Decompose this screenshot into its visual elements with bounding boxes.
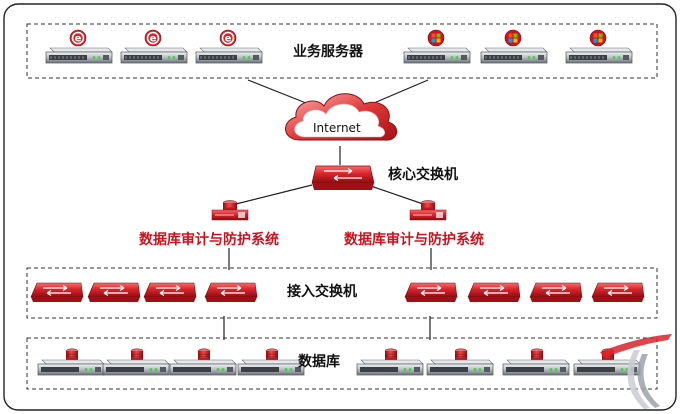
audit-right-label: 数据库审计与防护系统 [344, 232, 484, 248]
brand-swoosh-icon [600, 334, 672, 409]
ie-logo-icon [219, 29, 237, 47]
internet-label: Internet [313, 121, 361, 135]
windows-logo-icon [427, 29, 445, 47]
access-switch-icon [591, 282, 645, 303]
rack-server-icon [45, 47, 113, 64]
access-switch-group-border [26, 267, 658, 319]
servers-group-border [26, 23, 658, 79]
ie-logo-icon [144, 29, 162, 47]
rack-server-icon [565, 47, 633, 64]
access-switch-icon [143, 282, 197, 303]
rack-server-icon [120, 47, 188, 64]
core-switch-icon [311, 165, 375, 190]
database-label: 数据库 [298, 354, 340, 370]
access-switch-icon [30, 282, 84, 303]
rack-server-icon [480, 47, 548, 64]
rack-server-icon [195, 47, 263, 64]
access-switch-icon [204, 282, 258, 303]
servers-label: 业务服务器 [293, 44, 363, 60]
windows-logo-icon [504, 29, 522, 47]
access-switch-icon [529, 282, 583, 303]
rack-server-icon [403, 47, 471, 64]
audit-left-label: 数据库审计与防护系统 [139, 232, 279, 248]
ie-logo-icon [69, 29, 87, 47]
access-switch-label: 接入交换机 [287, 284, 357, 300]
database-group-border [26, 337, 658, 390]
core-switch-label: 核心交换机 [388, 167, 458, 183]
connection-lines [223, 79, 432, 340]
internet-cloud-icon [285, 93, 398, 141]
access-switch-icon [467, 282, 521, 303]
outer-frame [3, 3, 677, 411]
windows-logo-icon [589, 29, 607, 47]
access-switch-icon [404, 282, 458, 303]
access-switch-icon [87, 282, 141, 303]
